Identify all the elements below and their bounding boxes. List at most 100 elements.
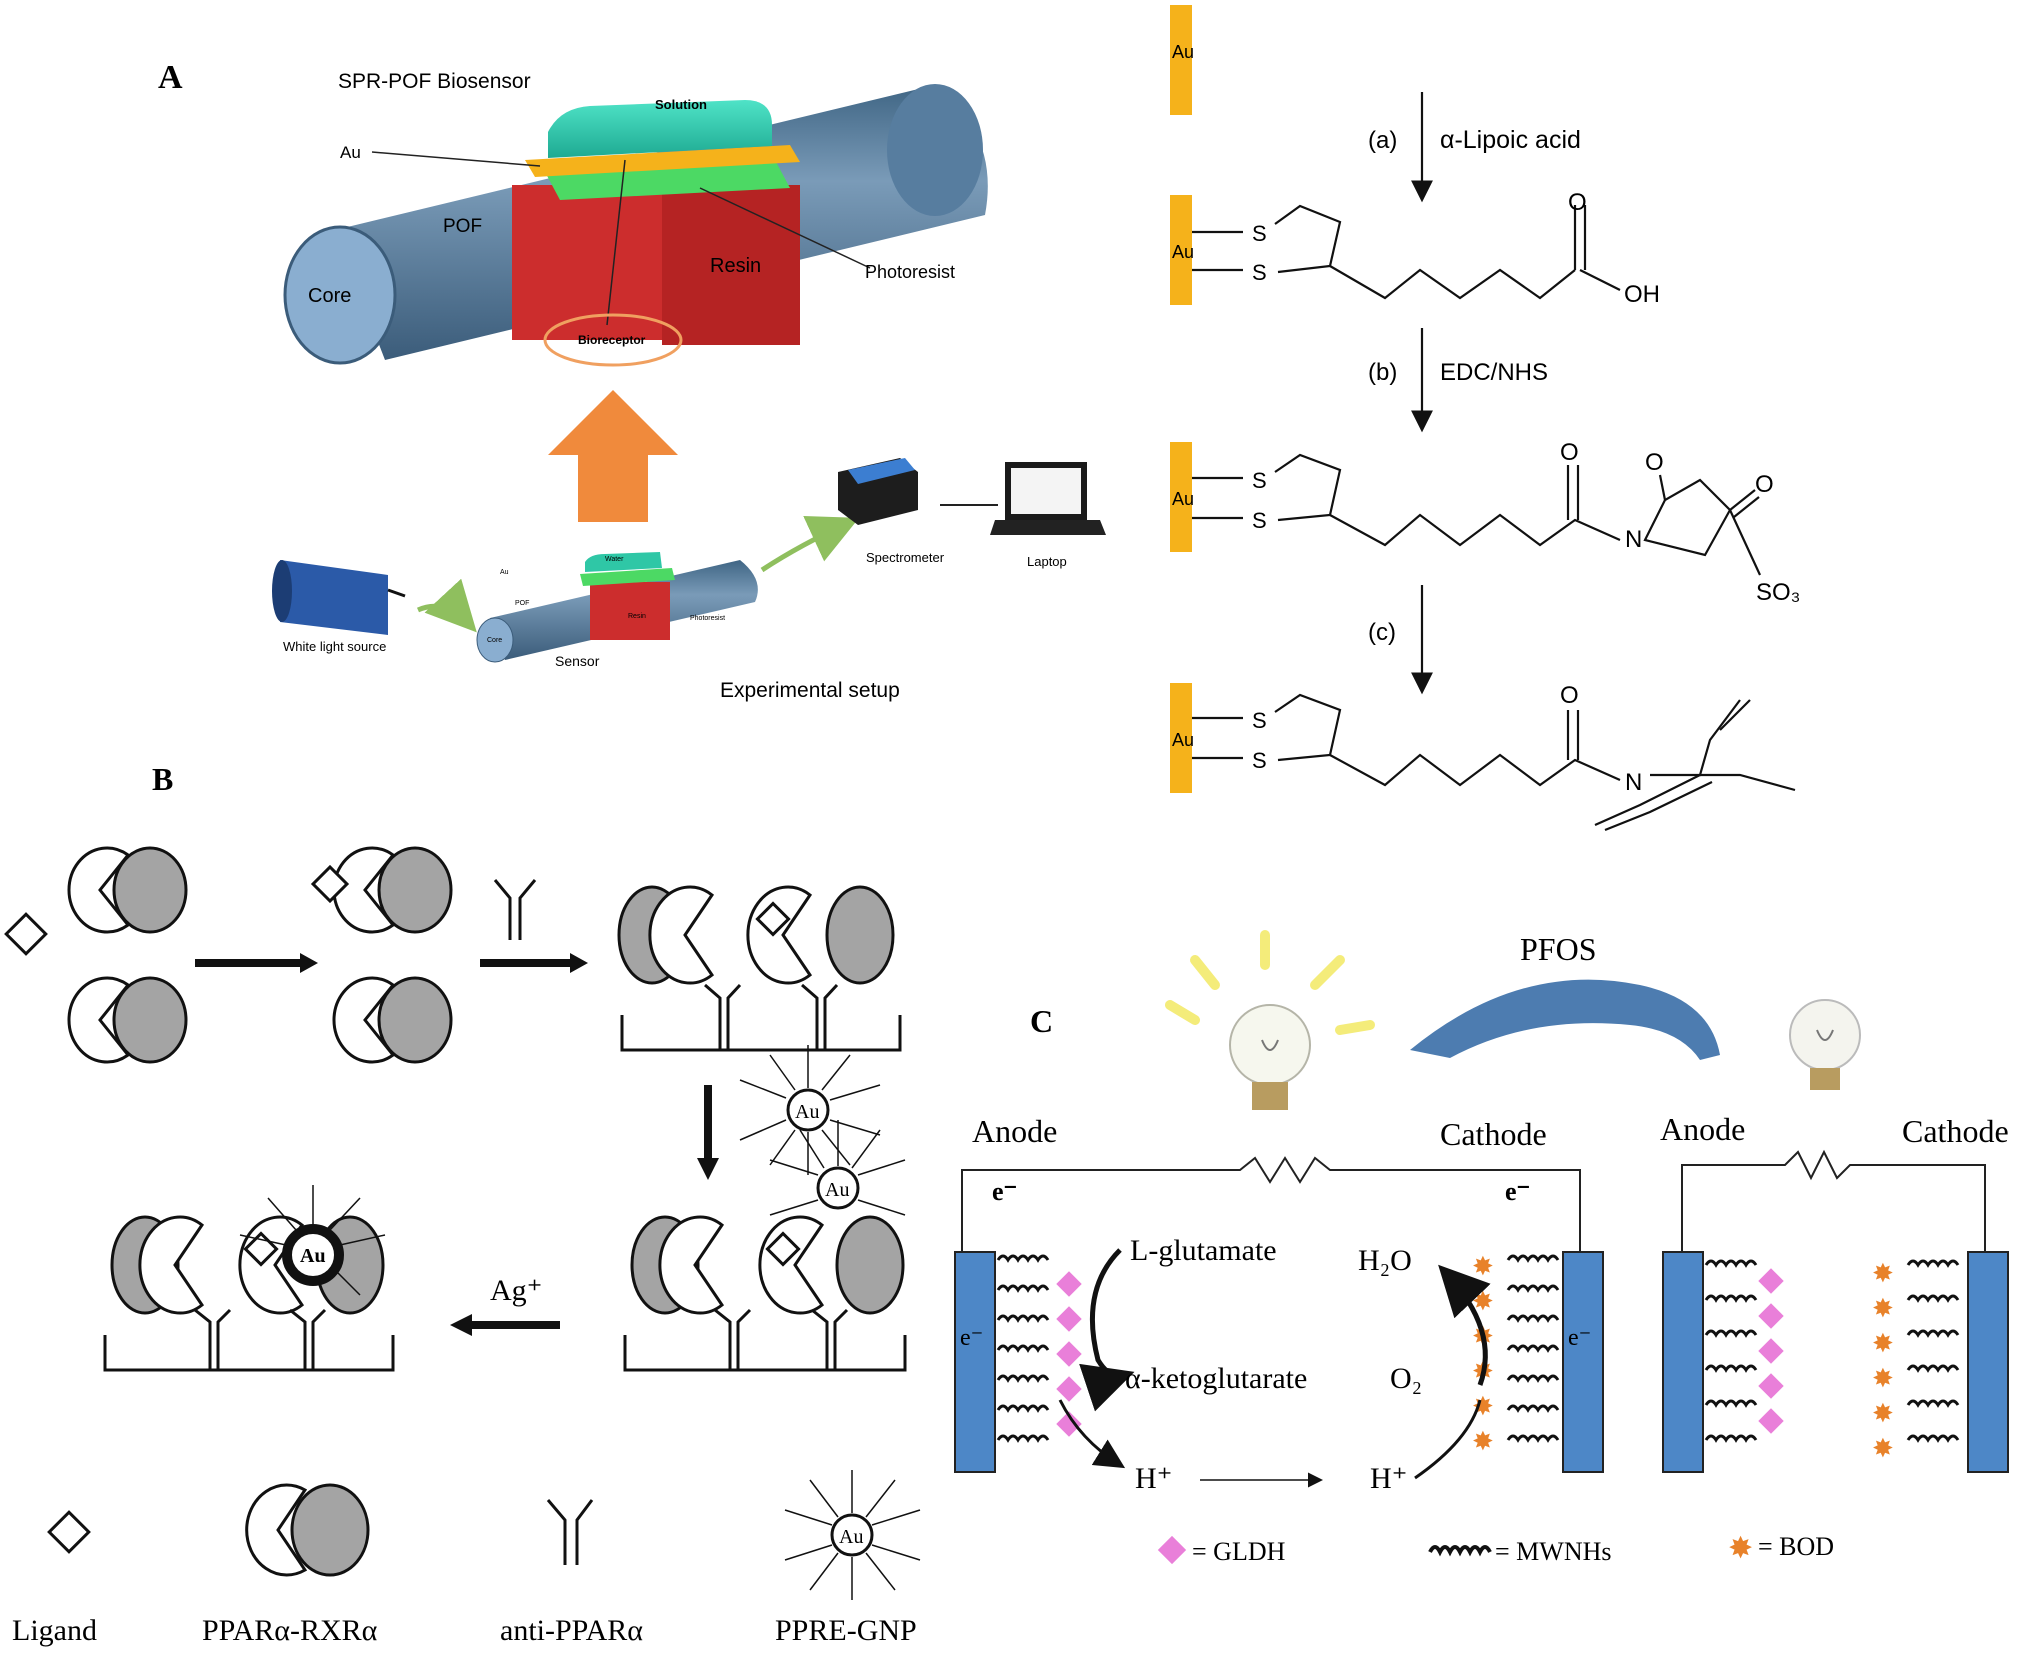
au-label: Au <box>340 143 361 162</box>
molecule-nhs-ester <box>1192 453 1761 576</box>
bod-markers-2: ✸✸✸ ✸✸✸ <box>1872 1258 1894 1463</box>
svg-text:Au: Au <box>300 1245 326 1267</box>
gldh-legend-icon <box>1157 1535 1187 1565</box>
svg-text:O: O <box>1568 189 1587 216</box>
resin-label: Resin <box>710 255 761 277</box>
chemistry-scheme <box>1170 5 1796 832</box>
sensor-title: SPR-POF Biosensor <box>338 70 531 93</box>
mwnh-coils-anode <box>996 1254 1050 1443</box>
circuit-wire-1 <box>961 1156 1581 1255</box>
svg-text:Water: Water <box>605 556 624 563</box>
ag-label: Ag⁺ <box>490 1274 543 1307</box>
au-bar-4 <box>1170 683 1192 793</box>
svg-text:S: S <box>1252 221 1267 246</box>
light-source <box>272 560 406 635</box>
hplus-anode-label: H⁺ <box>1135 1462 1173 1495</box>
svg-text:N: N <box>1625 769 1642 796</box>
ketoglutarate-label: α-ketoglutarate <box>1125 1362 1307 1395</box>
au-bar-1 <box>1170 5 1192 115</box>
svg-text:✸: ✸ <box>1472 1251 1494 1281</box>
mwnh-legend-icon <box>1428 1545 1492 1557</box>
mwnh-legend-label: = MWNHs <box>1495 1537 1612 1566</box>
svg-text:✸: ✸ <box>1872 1258 1894 1288</box>
legend-b <box>47 1483 874 1577</box>
gnp-icon-mid: Au <box>739 1045 881 1175</box>
svg-text:✸: ✸ <box>1872 1363 1894 1393</box>
svg-text:Au: Au <box>1172 242 1194 262</box>
pof-label: POF <box>443 216 482 237</box>
anode-electrode-2 <box>1662 1251 1704 1473</box>
svg-text:O: O <box>1755 471 1774 498</box>
svg-text:✸: ✸ <box>1872 1293 1894 1323</box>
svg-text:S: S <box>1252 508 1267 533</box>
panel-b-label: B <box>152 761 173 797</box>
gldh-markers-2 <box>1758 1268 1784 1434</box>
spectrometer <box>838 458 918 525</box>
gnp-strands-5 <box>239 1185 386 1296</box>
sensor-label: Sensor <box>555 653 600 669</box>
svg-text:Au: Au <box>500 569 509 576</box>
anode-label-2: Anode <box>1660 1111 1745 1147</box>
au-bar-2 <box>1170 195 1192 305</box>
spectrometer-label: Spectrometer <box>866 550 945 565</box>
cathode-label-1: Cathode <box>1440 1116 1547 1152</box>
svg-text:e⁻: e⁻ <box>1505 1177 1530 1206</box>
svg-text:S: S <box>1252 260 1267 285</box>
panel-a-label: A <box>158 59 183 96</box>
svg-text:✸: ✸ <box>1472 1426 1494 1456</box>
panel-c: C PFOS Anode Cathode e⁻ e⁻ e⁻ e⁻ <box>954 930 2009 1566</box>
step-a-tag: (a) <box>1368 127 1397 154</box>
svg-text:N: N <box>1625 526 1642 553</box>
step-c-tag: (c) <box>1368 619 1396 646</box>
legend-ligand: Ligand <box>12 1614 97 1647</box>
step-b-reagent: EDC/NHS <box>1440 359 1548 386</box>
fiber-end <box>887 84 983 216</box>
o2-label: O₂ <box>1390 1362 1422 1395</box>
svg-text:O: O <box>1560 439 1579 466</box>
svg-text:OH: OH <box>1624 281 1660 308</box>
lit-bulb-icon <box>1165 930 1375 1110</box>
svg-text:e⁻: e⁻ <box>1568 1325 1591 1351</box>
svg-text:S: S <box>1252 708 1267 733</box>
laptop-label: Laptop <box>1027 554 1067 569</box>
receptor-pair-bound <box>310 846 453 1064</box>
svg-text:Core: Core <box>487 637 502 644</box>
cathode-electrode-1 <box>1562 1251 1604 1473</box>
resin-side <box>662 185 800 345</box>
photoresist-label: Photoresist <box>865 262 955 282</box>
svg-text:S: S <box>1252 468 1267 493</box>
bioreceptor-label: Bioreceptor <box>578 333 646 347</box>
mini-sensor: Water Au POF Core Resin Photoresist <box>476 552 758 663</box>
molecule-amide <box>1192 693 1796 832</box>
svg-text:Au: Au <box>825 1179 849 1201</box>
svg-text:Photoresist: Photoresist <box>690 615 725 622</box>
hplus-cathode-label: H⁺ <box>1370 1462 1408 1495</box>
legend-antibody: anti-PPARα <box>500 1614 643 1647</box>
unlit-bulb-icon <box>1789 999 1861 1090</box>
core-label: Core <box>308 285 351 307</box>
svg-text:✸: ✸ <box>1872 1398 1894 1428</box>
solution-cell <box>548 100 772 158</box>
svg-text:Resin: Resin <box>628 613 646 620</box>
svg-text:✸: ✸ <box>1472 1391 1494 1421</box>
glutamate-label: L-glutamate <box>1130 1234 1277 1267</box>
gnp-legend-strands <box>784 1470 921 1600</box>
svg-text:Au: Au <box>1172 42 1194 62</box>
molecule-lipoic <box>1192 204 1621 300</box>
svg-text:✸: ✸ <box>1872 1433 1894 1463</box>
svg-text:e⁻: e⁻ <box>960 1325 983 1351</box>
legend-gnp: PPRE-GNP <box>775 1614 917 1647</box>
svg-text:Au: Au <box>1172 730 1194 750</box>
receptor-pair-free <box>4 846 188 1064</box>
panel-b: B <box>4 761 921 1647</box>
antibody-icon <box>493 879 537 940</box>
up-arrow <box>548 390 678 522</box>
anode-electrode-1 <box>954 1251 996 1473</box>
svg-text:Au: Au <box>795 1101 819 1123</box>
mwnh-coils-cathode <box>1506 1254 1560 1443</box>
anode-label-1: Anode <box>972 1113 1057 1149</box>
cathode-electrode-2 <box>1967 1251 2009 1473</box>
gldh-legend-label: = GLDH <box>1192 1537 1286 1566</box>
bioreceptor-ring <box>543 313 683 367</box>
